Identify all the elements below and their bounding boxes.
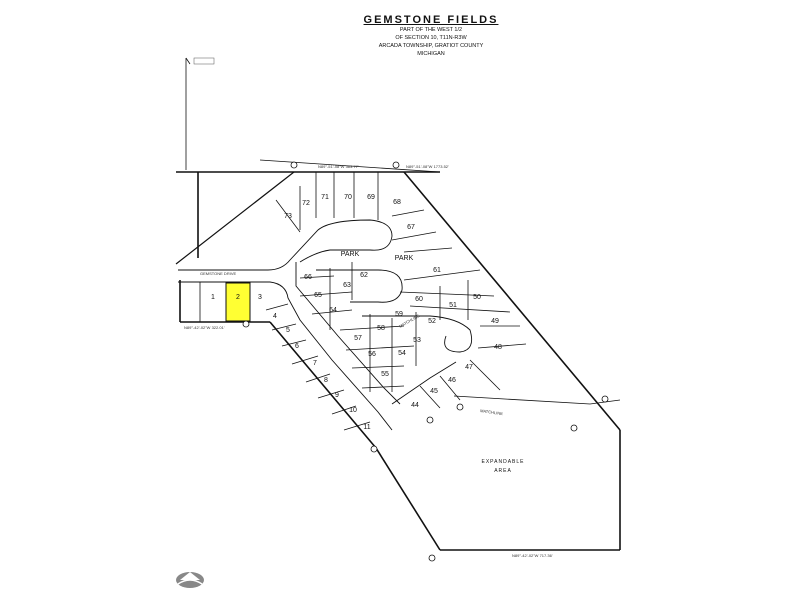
lot-56[interactable]: 56 [368, 351, 376, 358]
lot-5[interactable]: 5 [286, 327, 290, 334]
lot-1[interactable]: 1 [211, 294, 215, 301]
lot-4[interactable]: 4 [273, 313, 277, 320]
lot-10[interactable]: 10 [349, 407, 357, 414]
lot-52[interactable]: 52 [428, 318, 436, 325]
lot-9[interactable]: 9 [335, 392, 339, 399]
lot-50[interactable]: 50 [473, 294, 481, 301]
expandable-label-2: AREA [494, 468, 512, 474]
plat-title: GEMSTONE FIELDS [363, 14, 499, 26]
lot-55[interactable]: 55 [381, 371, 389, 378]
lot-11[interactable]: 11 [363, 424, 370, 431]
lot-51[interactable]: 51 [449, 302, 457, 309]
expandable-label-1: EXPANDABLE [482, 459, 525, 465]
lot-53[interactable]: 53 [413, 337, 421, 344]
bearing-right: N89°-51'-08"W 1773.52' [406, 164, 449, 169]
lot-6[interactable]: 6 [295, 343, 299, 350]
lot-2-highlight[interactable] [225, 282, 251, 322]
lot-59[interactable]: 59 [395, 311, 403, 318]
bearing-bottom: N89°-42'-02"W 717.36' [512, 553, 553, 558]
lot-63[interactable]: 63 [343, 282, 351, 289]
park-label-1: PARK [341, 251, 360, 258]
bearing-left: N89°-42'-02"W 322.01' [184, 325, 225, 330]
lot-48[interactable]: 48 [494, 344, 502, 351]
lot-67[interactable]: 67 [407, 224, 415, 231]
lot-62[interactable]: 62 [360, 272, 368, 279]
lot-70[interactable]: 70 [344, 194, 352, 201]
lot-65[interactable]: 65 [314, 292, 322, 299]
lot-69[interactable]: 69 [367, 194, 375, 201]
lot-61[interactable]: 61 [433, 267, 441, 274]
lot-54[interactable]: 54 [398, 350, 406, 357]
subtitle-line-2: OF SECTION 10, T11N-R3W [395, 35, 467, 41]
lot-7[interactable]: 7 [313, 360, 317, 367]
lot-60[interactable]: 60 [415, 296, 423, 303]
subtitle-line-3: ARCADA TOWNSHIP, GRATIOT COUNTY [378, 43, 484, 49]
lot-58[interactable]: 58 [377, 325, 385, 332]
title-block: GEMSTONE FIELDS PART OF THE WEST 1/2 OF … [0, 14, 800, 58]
lot-72[interactable]: 72 [302, 200, 310, 207]
lot-47[interactable]: 47 [465, 364, 473, 371]
survey-markers [242, 161, 609, 562]
subtitle-line-4: MICHIGAN [417, 51, 445, 57]
lot-46[interactable]: 46 [448, 377, 456, 384]
lot-66[interactable]: 66 [304, 274, 312, 281]
gemstone-drive-label: GEMSTONE DRIVE [200, 271, 236, 276]
lot-64[interactable]: 64 [329, 307, 337, 314]
lot-labels: 1 2 3 4 5 6 7 8 9 10 11 44 45 46 47 48 4… [211, 194, 502, 431]
lot-73[interactable]: 73 [284, 213, 292, 220]
lot-49[interactable]: 49 [491, 318, 499, 325]
lot-68[interactable]: 68 [393, 199, 401, 206]
matchline-1: MATCHLINE [480, 408, 504, 416]
lot-2[interactable]: 2 [236, 294, 240, 301]
lot-44[interactable]: 44 [411, 402, 419, 409]
roads [178, 219, 473, 431]
park-label-2: PARK [395, 255, 414, 262]
lot-71[interactable]: 71 [321, 194, 329, 201]
subtitle-line-1: PART OF THE WEST 1/2 [399, 27, 463, 33]
lot-3[interactable]: 3 [258, 294, 262, 301]
lot-45[interactable]: 45 [430, 388, 438, 395]
lot-57[interactable]: 57 [354, 335, 362, 342]
lot-lines [199, 159, 621, 431]
mls-house-logo-icon [176, 572, 204, 588]
lot-8[interactable]: 8 [324, 377, 328, 384]
boundary-nw [175, 171, 295, 265]
plat-boundary [176, 171, 621, 551]
bearing-top: N89°-51'-08"W 363.77' [318, 164, 359, 169]
north-arrow-icon [185, 57, 215, 170]
